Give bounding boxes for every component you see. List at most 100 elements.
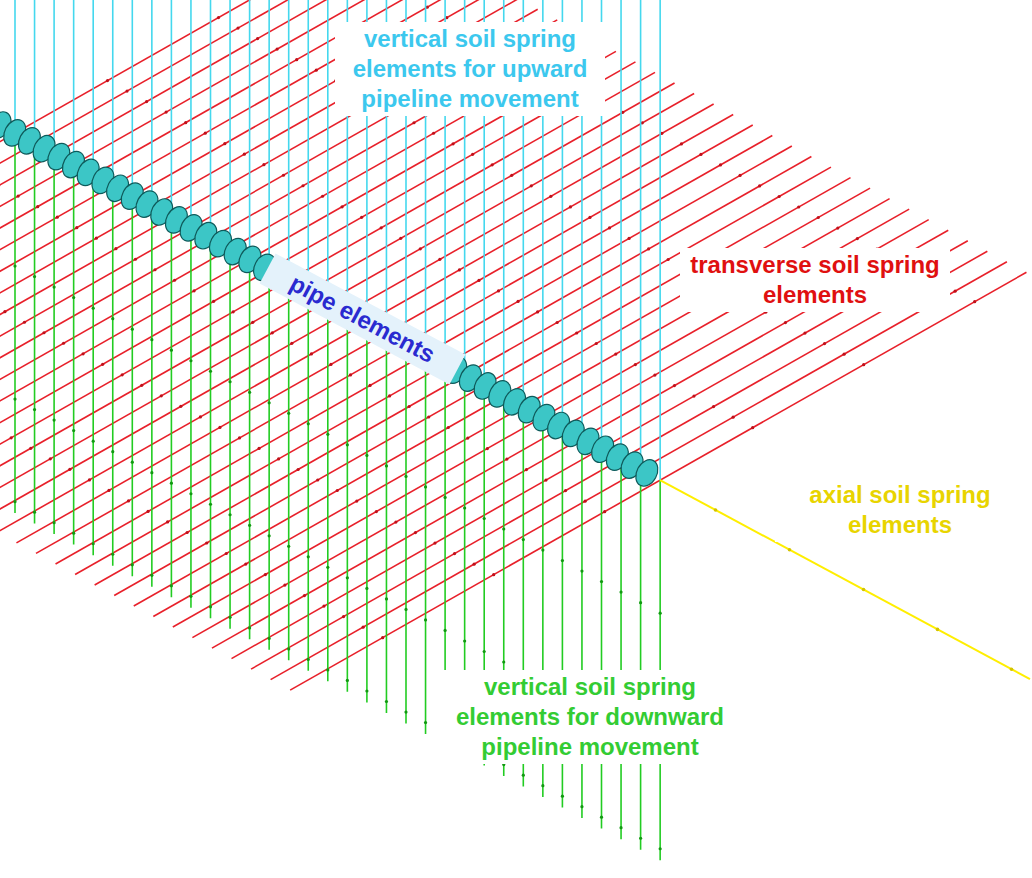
spring-node — [0, 184, 1, 187]
spring-node — [530, 184, 533, 187]
spring-node — [53, 286, 56, 289]
spring-node — [283, 583, 286, 586]
spring-node — [365, 689, 368, 692]
spring-node — [218, 426, 221, 429]
spring-node — [248, 391, 251, 394]
spring-node — [209, 605, 212, 608]
spring-node — [738, 174, 741, 177]
spring-node — [788, 548, 792, 552]
downward-spring — [92, 175, 94, 555]
spring-node — [287, 545, 290, 548]
spring-node — [471, 153, 474, 156]
spring-node — [862, 363, 865, 366]
spring-node — [166, 520, 169, 523]
spring-node — [492, 573, 495, 576]
spring-node — [336, 489, 339, 492]
spring-node — [49, 457, 52, 460]
downward-spring — [366, 322, 368, 702]
spring-node — [160, 394, 163, 397]
transverse-spring — [56, 146, 792, 564]
downward-spring — [425, 354, 427, 734]
spring-node — [680, 142, 683, 145]
transverse-spring — [36, 136, 772, 554]
spring-node — [732, 416, 735, 419]
spring-node — [797, 205, 800, 208]
spring-node — [525, 468, 528, 471]
spring-node — [184, 121, 187, 124]
spring-node — [862, 588, 866, 592]
spring-node — [556, 321, 559, 324]
spring-node — [271, 331, 274, 334]
downward-spring — [112, 186, 114, 566]
spring-node — [111, 317, 114, 320]
spring-node — [424, 485, 427, 488]
downward-spring — [132, 196, 134, 576]
spring-node — [549, 195, 552, 198]
downward-spring — [268, 270, 270, 650]
spring-node — [150, 574, 153, 577]
spring-node — [452, 142, 455, 145]
spring-node — [619, 826, 622, 829]
spring-node — [647, 247, 650, 250]
spring-node — [419, 247, 422, 250]
spring-node — [307, 555, 310, 558]
spring-node — [588, 216, 591, 219]
spring-node — [92, 542, 95, 545]
spring-node — [134, 258, 137, 261]
upward-spring — [620, 0, 622, 459]
spring-node — [248, 626, 251, 629]
spring-node — [1010, 667, 1014, 671]
spring-node — [209, 503, 212, 506]
downward-spring — [386, 333, 388, 713]
spring-node — [262, 163, 265, 166]
spring-node — [56, 216, 59, 219]
upward-spring — [229, 0, 231, 249]
transverse-spring — [114, 178, 850, 596]
spring-node — [257, 447, 260, 450]
label-text: vertical soil spring elements for upward… — [335, 22, 605, 116]
spring-node — [217, 16, 220, 19]
spring-node — [111, 553, 114, 556]
downward-spring — [14, 133, 16, 513]
label-text: axial soil spring elements — [775, 478, 1025, 542]
spring-node — [414, 531, 417, 534]
spring-node — [575, 331, 578, 334]
spring-node — [72, 532, 75, 535]
spring-node — [483, 517, 486, 520]
spring-node — [751, 426, 754, 429]
downward-spring — [347, 312, 349, 692]
spring-node — [209, 370, 212, 373]
spring-node — [438, 258, 441, 261]
spring-node — [153, 268, 156, 271]
spring-node — [483, 650, 486, 653]
spring-node — [653, 373, 656, 376]
upward-spring — [288, 0, 290, 280]
transverse-spring — [75, 157, 811, 575]
spring-node — [205, 541, 208, 544]
spring-node — [346, 443, 349, 446]
spring-node — [536, 310, 539, 313]
spring-node — [603, 510, 606, 513]
spring-node — [72, 296, 75, 299]
spring-node — [72, 429, 75, 432]
spring-node — [114, 247, 117, 250]
spring-node — [659, 612, 662, 615]
spring-node — [326, 668, 329, 671]
downward-spring — [151, 207, 153, 587]
spring-node — [321, 195, 324, 198]
spring-node — [42, 331, 45, 334]
spring-node — [106, 79, 109, 82]
spring-node — [522, 774, 525, 777]
spring-node — [712, 405, 715, 408]
spring-node — [238, 436, 241, 439]
spring-node — [388, 394, 391, 397]
spring-node — [232, 310, 235, 313]
spring-node — [803, 332, 806, 335]
spring-node — [29, 447, 32, 450]
spring-node — [580, 805, 583, 808]
spring-node — [186, 531, 189, 534]
spring-node — [101, 363, 104, 366]
spring-node — [310, 352, 313, 355]
downward-spring — [190, 228, 192, 608]
transverse-spring — [232, 241, 968, 659]
